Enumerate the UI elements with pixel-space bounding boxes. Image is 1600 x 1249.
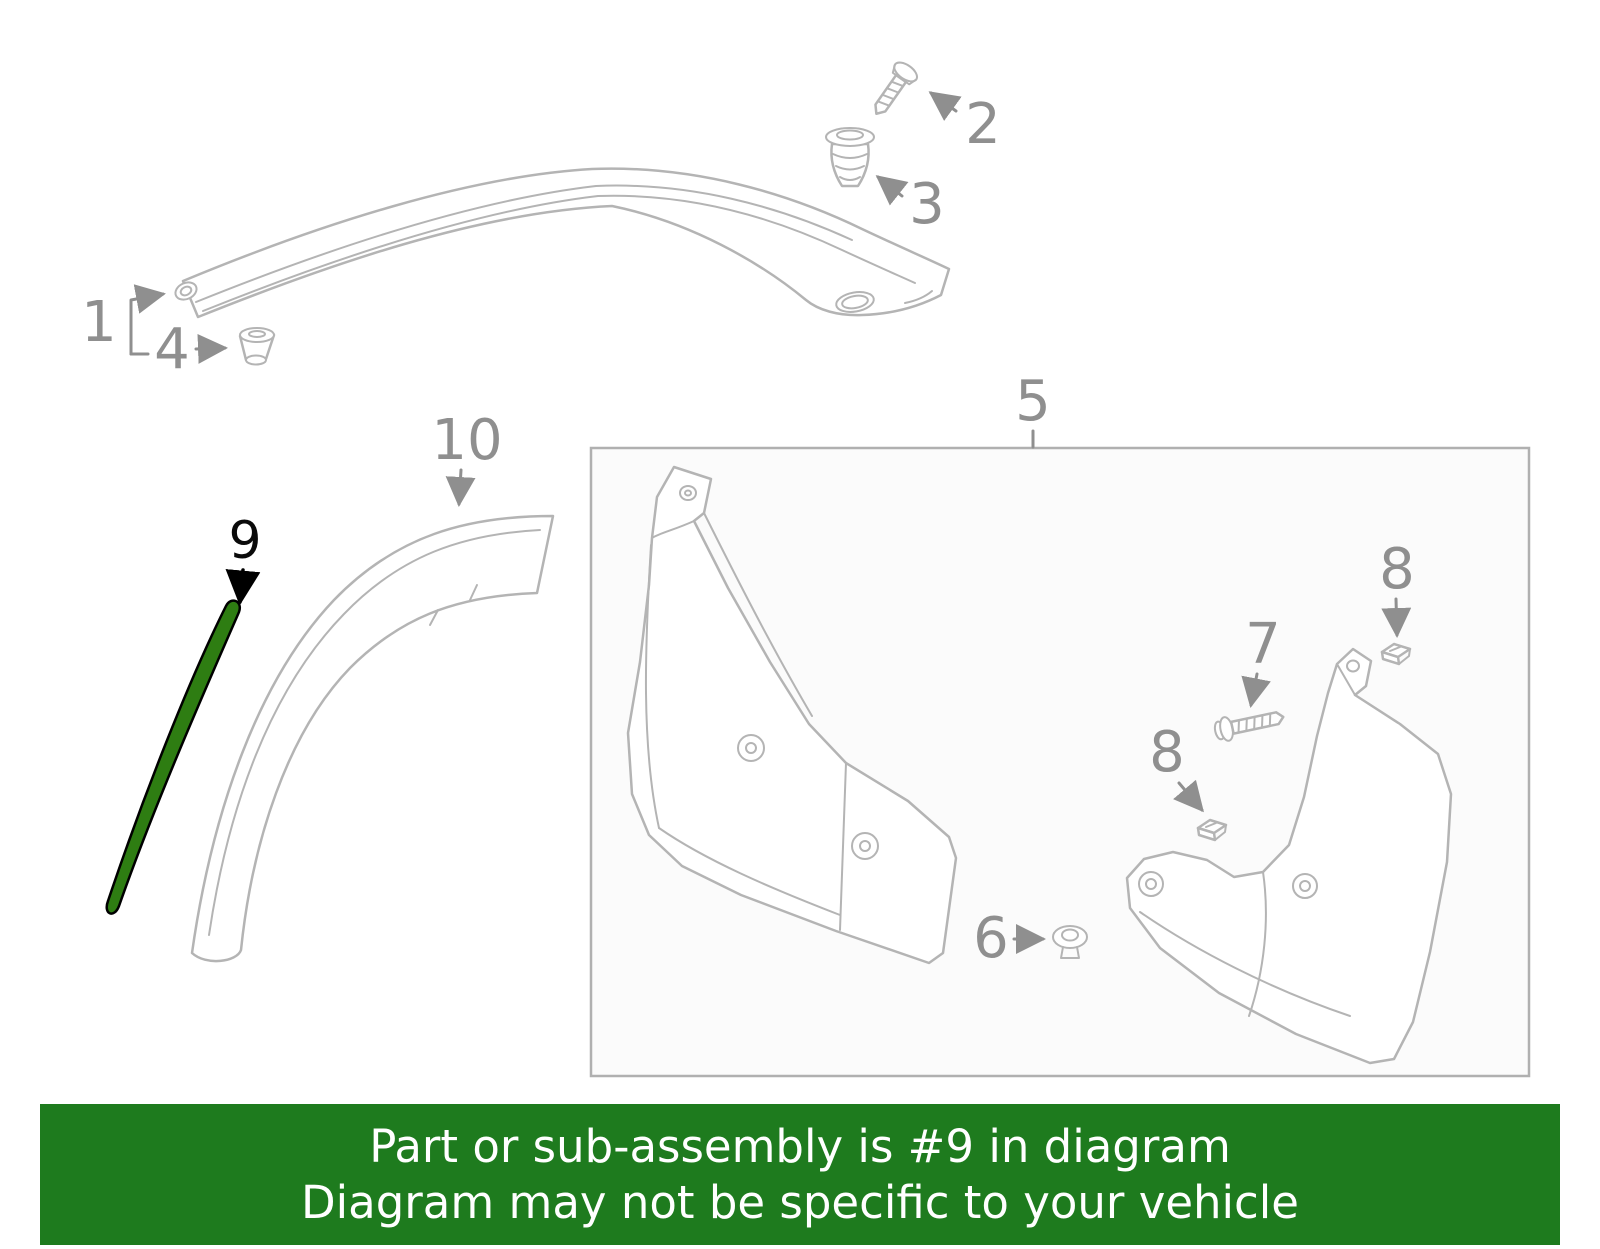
callout-8b: 8	[1149, 720, 1185, 785]
arrow-to-grommet-3	[875, 175, 909, 206]
banner-line-2: Diagram may not be specific to your vehi…	[301, 1175, 1299, 1229]
arrow-to-bolt-7	[1241, 672, 1271, 708]
right-splash-guard-drawing	[1125, 647, 1453, 1065]
callout-2: 2	[965, 92, 1001, 157]
right-guard-tab-hole	[1346, 659, 1360, 673]
arrow-to-screw-2	[928, 91, 962, 121]
roof-molding-corner-line	[904, 290, 933, 304]
roof-molding-drawing	[174, 167, 951, 319]
grommet-3-drawing	[825, 127, 875, 188]
roof-molding-end-opening-inner	[179, 285, 193, 297]
roof-molding-mount-hole-inner	[841, 294, 869, 310]
clip-8b-drawing	[1196, 818, 1228, 842]
callout-7: 7	[1245, 612, 1281, 677]
bracket-item-1	[129, 284, 166, 356]
callout-5: 5	[1015, 369, 1051, 434]
callout-3: 3	[909, 172, 945, 237]
arrow-to-arch-molding-10	[445, 468, 476, 507]
cone-nut-4-drawing	[238, 327, 276, 366]
banner-line-1: Part or sub-assembly is #9 in diagram	[369, 1119, 1231, 1173]
roof-molding-channel-line-1	[195, 184, 853, 303]
callout-9: 9	[228, 511, 261, 571]
callout-4: 4	[154, 317, 190, 382]
callout-1: 1	[81, 290, 117, 355]
highlighted-part-9[interactable]	[105, 599, 242, 915]
arrow-to-cone-nut-4	[194, 333, 228, 364]
arrow-to-highlighted-part-9	[225, 568, 261, 606]
left-splash-guard-drawing	[626, 465, 958, 965]
arrow-to-clip-8a	[1381, 597, 1412, 638]
bolt-7-drawing	[1213, 711, 1285, 742]
callout-8a: 8	[1379, 537, 1415, 602]
callout-6: 6	[973, 906, 1009, 971]
arch-molding-10-drawing	[190, 514, 555, 963]
screw-2-drawing	[874, 61, 918, 116]
roof-molding-channel-line-2	[202, 194, 916, 312]
arrow-to-clip-8b	[1173, 779, 1204, 813]
info-banner: Part or sub-assembly is #9 in diagram Di…	[40, 1104, 1560, 1245]
callout-10: 10	[431, 408, 502, 473]
rivet-6-drawing	[1052, 925, 1088, 959]
clip-8a-drawing	[1380, 642, 1412, 666]
